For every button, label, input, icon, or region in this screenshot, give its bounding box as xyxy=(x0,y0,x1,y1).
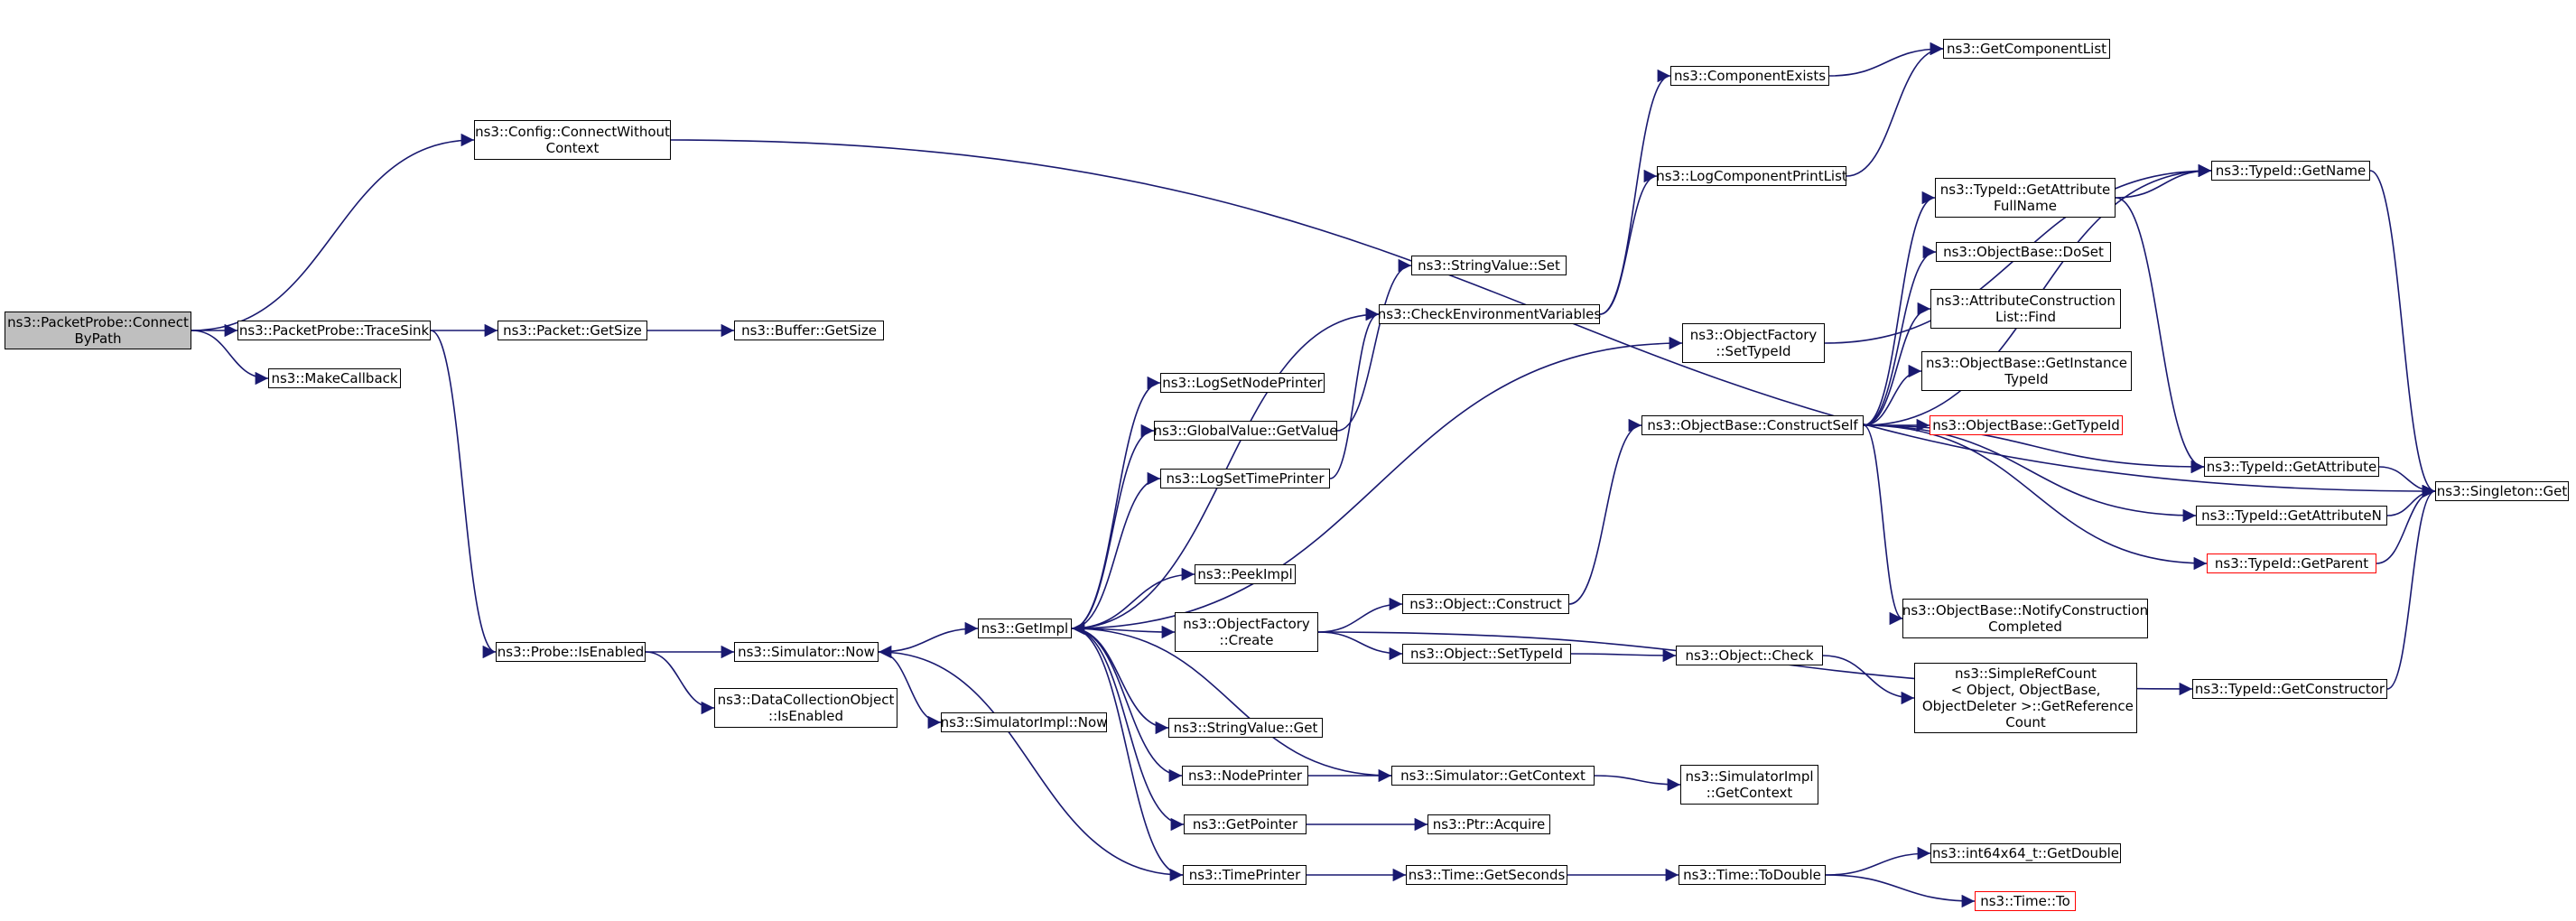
node-root[interactable]: ns3::PacketProbe::Connect ByPath xyxy=(5,312,191,349)
node-timeGetSeconds[interactable]: ns3::Time::GetSeconds xyxy=(1406,865,1567,885)
edge-objCheck-to-simpleRef xyxy=(1822,655,1915,705)
edge-root-to-makeCallback xyxy=(191,330,269,386)
node-bufGetSize[interactable]: ns3::Buffer::GetSize xyxy=(734,321,884,340)
node-tidGetAttrN[interactable]: ns3::TypeId::GetAttributeN xyxy=(2196,506,2387,526)
node-dcoIsEnabled[interactable]: ns3::DataCollectionObject ::IsEnabled xyxy=(714,688,897,728)
node-svSet[interactable]: ns3::StringValue::Set xyxy=(1411,256,1567,275)
node-simImplNow[interactable]: ns3::SimulatorImpl::Now xyxy=(940,712,1108,732)
edge-constructSelf-to-tidGetAttrN xyxy=(1863,424,2197,523)
node-tidGetCtor[interactable]: ns3::TypeId::GetConstructor xyxy=(2192,679,2387,699)
edge-simGetContext-to-simImplGetContext xyxy=(1594,775,1681,792)
node-getPointer[interactable]: ns3::GetPointer xyxy=(1184,814,1307,834)
edge-constructSelf-to-acListFind xyxy=(1863,302,1931,426)
node-makeCallback[interactable]: ns3::MakeCallback xyxy=(268,368,401,388)
edge-tidGetName-to-singletonGet xyxy=(2369,170,2436,498)
node-obDoSet[interactable]: ns3::ObjectBase::DoSet xyxy=(1936,242,2111,262)
node-objConstruct[interactable]: ns3::Object::Construct xyxy=(1402,594,1569,614)
edge-getImpl-to-timePrinter xyxy=(1071,628,1184,882)
edge-getImpl-to-nodePrinter xyxy=(1071,628,1183,783)
node-getSize[interactable]: ns3::Packet::GetSize xyxy=(498,321,647,340)
edge-logSetTime-to-checkEnv xyxy=(1329,307,1380,479)
node-objSetTypeId[interactable]: ns3::Object::SetTypeId xyxy=(1402,644,1571,664)
node-objCheck[interactable]: ns3::Object::Check xyxy=(1676,646,1823,665)
node-ofSetTypeId[interactable]: ns3::ObjectFactory ::SetTypeId xyxy=(1682,323,1825,363)
node-acListFind[interactable]: ns3::AttributeConstruction List::Find xyxy=(1930,289,2121,329)
edge-getImpl-to-logSetTime xyxy=(1071,471,1161,629)
node-traceSink[interactable]: ns3::PacketProbe::TraceSink xyxy=(237,321,431,340)
node-nodePrinter[interactable]: ns3::NodePrinter xyxy=(1182,766,1308,786)
node-tidGetParent[interactable]: ns3::TypeId::GetParent xyxy=(2207,554,2376,573)
node-probeIsEnabled[interactable]: ns3::Probe::IsEnabled xyxy=(496,642,646,662)
node-checkEnv[interactable]: ns3::CheckEnvironmentVariables xyxy=(1377,304,1602,324)
edge-tidGetCtor-to-singletonGet xyxy=(2386,484,2436,690)
node-logSetTime[interactable]: ns3::LogSetTimePrinter xyxy=(1160,469,1330,488)
edge-ofCreate-to-objSetTypeId xyxy=(1317,631,1403,661)
node-connectWithout[interactable]: ns3::Config::ConnectWithout Context xyxy=(474,120,671,160)
node-logSetNode[interactable]: ns3::LogSetNodePrinter xyxy=(1160,373,1325,393)
edge-simNow-to-getImpl xyxy=(878,621,979,653)
edge-probeIsEnabled-to-dcoIsEnabled xyxy=(645,651,715,715)
edge-constructSelf-to-tidGetParent xyxy=(1863,424,2208,571)
edge-tidGetAttrN-to-singletonGet xyxy=(2386,484,2436,516)
edge-logCompPrint-to-getCompList xyxy=(1846,42,1944,177)
node-timeTo[interactable]: ns3::Time::To xyxy=(1975,891,2076,911)
node-getImpl[interactable]: ns3::GetImpl xyxy=(978,619,1072,638)
node-tidGetAttrFull[interactable]: ns3::TypeId::GetAttribute FullName xyxy=(1935,178,2116,218)
edge-timeToDouble-to-int64GetDouble xyxy=(1825,846,1931,876)
edge-getImpl-to-getPointer xyxy=(1071,628,1185,832)
edge-simGetContext-to-getImpl xyxy=(1071,621,1392,777)
edge-constructSelf-to-obNotify xyxy=(1863,424,1903,626)
node-getCompList[interactable]: ns3::GetComponentList xyxy=(1943,39,2110,59)
edge-timePrinter-to-simNow xyxy=(878,645,1184,876)
node-peekImpl[interactable]: ns3::PeekImpl xyxy=(1195,564,1296,584)
edge-constructSelf-to-tidGetAttrFull xyxy=(1863,191,1936,426)
node-simNow[interactable]: ns3::Simulator::Now xyxy=(734,642,879,662)
node-svGet[interactable]: ns3::StringValue::Get xyxy=(1168,718,1323,738)
node-tidGetName[interactable]: ns3::TypeId::GetName xyxy=(2211,161,2370,181)
edge-tidGetAttrFull-to-tidGetName xyxy=(2115,163,2212,199)
edge-constructSelf-to-obGetInstance xyxy=(1863,364,1922,426)
node-obGetTypeId[interactable]: ns3::ObjectBase::GetTypeId xyxy=(1930,415,2123,435)
edge-ofCreate-to-objConstruct xyxy=(1317,597,1403,633)
node-int64GetDouble[interactable]: ns3::int64x64_t::GetDouble xyxy=(1930,843,2121,863)
edge-root-to-connectWithout xyxy=(191,133,475,331)
node-ofCreate[interactable]: ns3::ObjectFactory ::Create xyxy=(1175,612,1318,652)
edge-objConstruct-to-constructSelf xyxy=(1568,418,1642,605)
edge-timeToDouble-to-timeTo xyxy=(1825,874,1976,908)
node-compExists[interactable]: ns3::ComponentExists xyxy=(1670,66,1829,86)
node-tidGetAttr[interactable]: ns3::TypeId::GetAttribute xyxy=(2204,457,2379,477)
node-ptrAcquire[interactable]: ns3::Ptr::Acquire xyxy=(1427,814,1550,834)
edge-constructSelf-to-obDoSet xyxy=(1863,245,1937,426)
edge-getImpl-to-ofSetTypeId xyxy=(1071,336,1683,629)
node-gvGetValue[interactable]: ns3::GlobalValue::GetValue xyxy=(1153,421,1338,441)
node-simpleRef[interactable]: ns3::SimpleRefCount < Object, ObjectBase… xyxy=(1914,663,2137,733)
node-simImplGetContext[interactable]: ns3::SimulatorImpl ::GetContext xyxy=(1680,765,1818,805)
node-constructSelf[interactable]: ns3::ObjectBase::ConstructSelf xyxy=(1641,415,1864,435)
edge-getImpl-to-gvGetValue xyxy=(1071,423,1155,629)
node-obGetInstance[interactable]: ns3::ObjectBase::GetInstance TypeId xyxy=(1921,351,2132,391)
edge-tidGetAttrFull-to-tidGetAttr xyxy=(2115,197,2205,474)
edge-checkEnv-to-compExists xyxy=(1599,69,1671,315)
edge-compExists-to-getCompList xyxy=(1828,42,1944,77)
node-obNotify[interactable]: ns3::ObjectBase::NotifyConstruction Comp… xyxy=(1902,599,2148,638)
node-simGetContext[interactable]: ns3::Simulator::GetContext xyxy=(1391,766,1595,786)
edge-traceSink-to-probeIsEnabled xyxy=(430,330,497,659)
node-singletonGet[interactable]: ns3::Singleton::Get xyxy=(2435,481,2569,501)
node-timePrinter[interactable]: ns3::TimePrinter xyxy=(1183,865,1307,885)
edge-objSetTypeId-to-objCheck xyxy=(1570,648,1677,663)
edge-gvGetValue-to-svSet xyxy=(1336,258,1412,432)
edge-checkEnv-to-logCompPrint xyxy=(1599,169,1658,315)
node-timeToDouble[interactable]: ns3::Time::ToDouble xyxy=(1679,865,1826,885)
edge-getImpl-to-logSetNode xyxy=(1071,376,1161,629)
edge-tidGetAttr-to-singletonGet xyxy=(2378,466,2436,498)
edge-constructSelf-to-tidGetAttr xyxy=(1863,424,2205,474)
node-logCompPrint[interactable]: ns3::LogComponentPrintList xyxy=(1656,166,1847,186)
